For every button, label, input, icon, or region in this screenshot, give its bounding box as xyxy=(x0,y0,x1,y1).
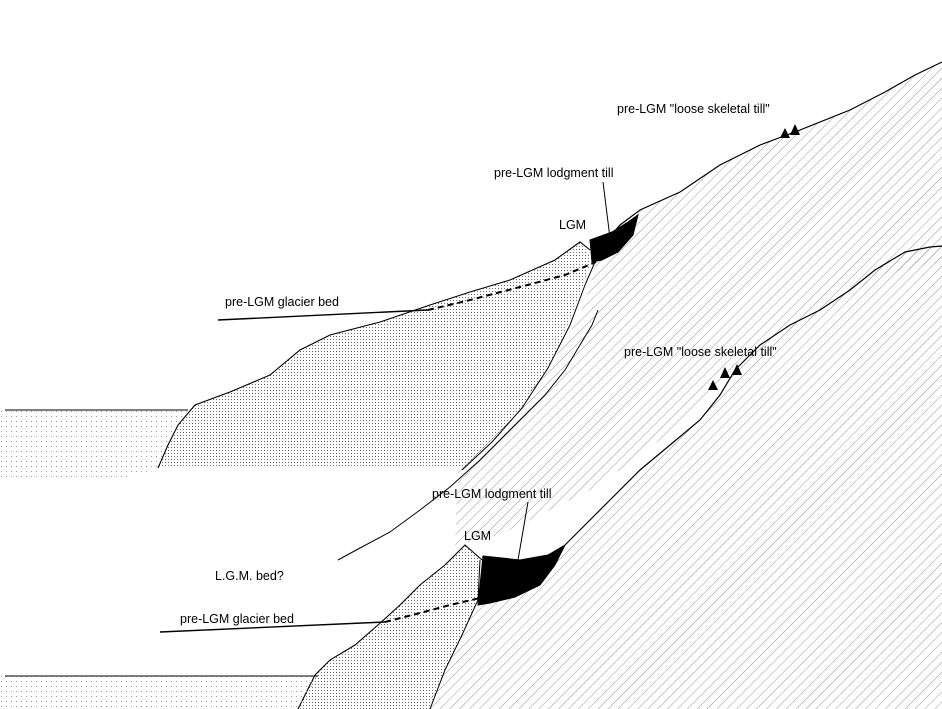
upper-glacier-bed-label: pre-LGM glacier bed xyxy=(225,295,339,309)
lower-lodgment-till-leader xyxy=(517,501,529,561)
upper-lgm-bedrock-contact xyxy=(461,254,599,471)
upper-loose-till-label: pre-LGM "loose skeletal till" xyxy=(617,102,770,116)
lower-till-triangle-2 xyxy=(720,367,730,378)
lower-glacier-bed-line xyxy=(159,621,386,633)
upper-lgm-label: LGM xyxy=(559,218,586,232)
lower-lgm-surface-line xyxy=(297,544,483,709)
lower-glacier-bed-dashed xyxy=(384,597,481,623)
lower-panel: pre-LGM "loose skeletal till" pre-LGM lo… xyxy=(0,245,942,709)
lower-lodgment-till-lens xyxy=(477,543,567,606)
upper-till-triangle-2 xyxy=(790,124,800,135)
lower-lgm-bedrock-contact xyxy=(429,559,481,709)
lower-lgm-bed-curve xyxy=(337,309,599,561)
lower-lgm-label: LGM xyxy=(464,529,491,543)
lower-lodgment-till-label: pre-LGM lodgment till xyxy=(432,487,552,501)
upper-lgm-deposit-stippled xyxy=(158,242,592,468)
lower-till-triangle-3 xyxy=(732,364,742,375)
lower-valley-floor-stipple xyxy=(0,676,318,709)
upper-bedrock-hatched-slope xyxy=(455,62,942,545)
upper-valley-floor-stipple xyxy=(0,410,188,480)
upper-glacier-bed-dashed xyxy=(427,261,597,311)
lower-loose-till-label: pre-LGM "loose skeletal till" xyxy=(624,345,777,359)
lower-lgm-bed-label: L.G.M. bed? xyxy=(215,569,284,583)
upper-bedrock-surface-line xyxy=(597,61,942,256)
lower-bedrock-surface-line xyxy=(564,245,942,546)
upper-glacier-bed-line xyxy=(217,309,429,321)
lower-bedrock-hatched-slope xyxy=(425,246,942,709)
upper-lgm-surface-line xyxy=(157,241,591,469)
lower-till-triangle-1 xyxy=(708,380,718,390)
upper-lodgment-till-label: pre-LGM lodgment till xyxy=(494,166,614,180)
upper-till-triangle-1 xyxy=(780,128,790,138)
upper-panel: pre-LGM "loose skeletal till" pre-LGM lo… xyxy=(0,61,942,545)
upper-lodgment-till-leader xyxy=(602,181,611,239)
lower-glacier-bed-label: pre-LGM glacier bed xyxy=(180,612,294,626)
lower-lgm-deposit-stippled xyxy=(298,545,480,709)
